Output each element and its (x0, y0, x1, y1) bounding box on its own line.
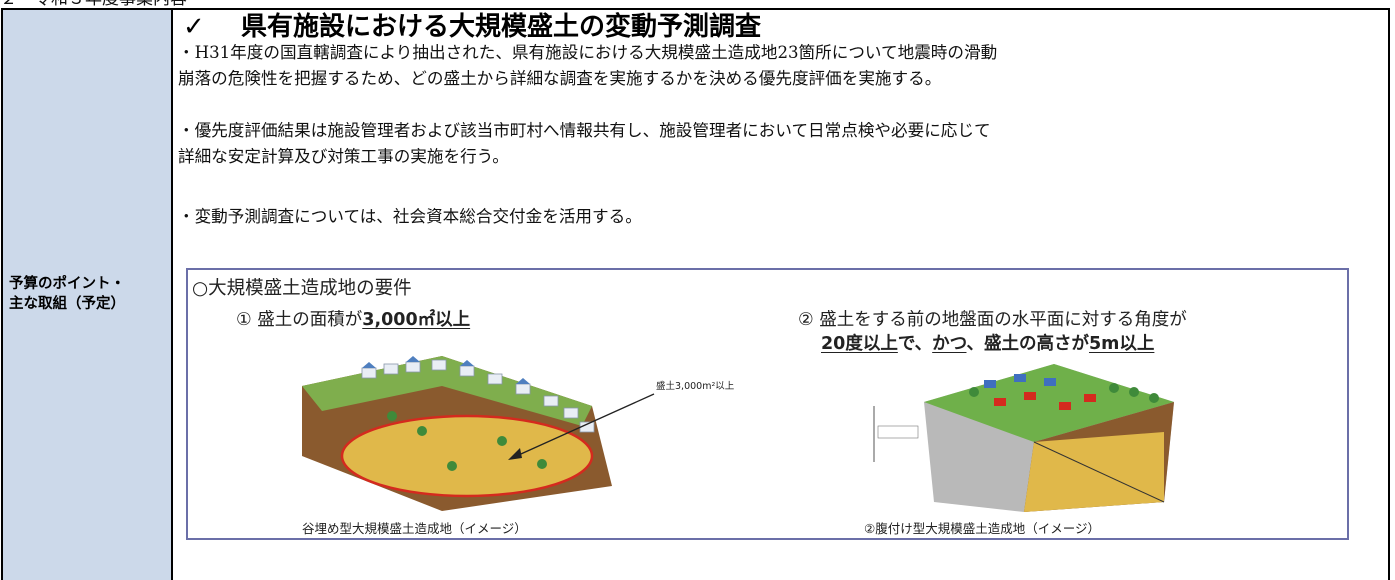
requirement-1-prefix: ① 盛土の面積が (236, 310, 363, 330)
requirements-figure: ○大規模盛土造成地の要件 ① 盛土の面積が3,000㎡以上 ② 盛土をする前の地… (186, 268, 1349, 540)
requirement-1-value: 3,000㎡以上 (362, 310, 471, 330)
req2-height: 5m以上 (1088, 334, 1155, 354)
callout-arrow (508, 393, 655, 460)
side-cell: 予算のポイント・ 主な取組（予定） (3, 10, 173, 580)
caption-side-fill: ②腹付け型大規模盛土造成地（イメージ） (864, 521, 1100, 536)
side-label: 予算のポイント・ 主な取組（予定） (9, 274, 169, 314)
paragraph-line: ・変動予測調査については、社会資本総合交付金を活用する。 (178, 207, 642, 226)
fill-area-note: 盛土3,000m²以上 (656, 381, 735, 392)
requirement-2-line1: ② 盛土をする前の地盤面の水平面に対する角度が (798, 310, 1187, 330)
requirement-2-line2: 20度以上で、かつ、盛土の高さが5m以上 (821, 330, 1154, 355)
budget-table: 予算のポイント・ 主な取組（予定） ✓ 県有施設における大規模盛土の変動予測調査 … (1, 8, 1390, 580)
paragraph-3: ・変動予測調査については、社会資本総合交付金を活用する。 (178, 204, 642, 230)
figure-heading: ○大規模盛土造成地の要件 (192, 278, 412, 299)
requirement-1: ① 盛土の面積が3,000㎡以上 (236, 306, 470, 331)
valley-fill-illustration (302, 356, 612, 511)
title-text: 県有施設における大規模盛土の変動予測調査 (241, 12, 762, 42)
paragraph-line: 詳細な安定計算及び対策工事の実施を行う。 (178, 147, 509, 166)
req2-and: かつ (932, 334, 967, 354)
paragraph-line: ・H31年度の国直轄調査により抽出された、県有施設における大規模盛土造成地23箇… (178, 43, 998, 62)
paragraph-2: ・優先度評価結果は施設管理者および該当市町村へ情報共有し、施設管理者において日常… (178, 118, 991, 170)
content-cell: ✓ 県有施設における大規模盛土の変動予測調査 ・H31年度の国直轄調査により抽出さ… (175, 10, 1388, 580)
side-fill-illustration (873, 364, 1174, 512)
req2-sep2: 、盛土の高さが (966, 334, 1089, 354)
paragraph-1: ・H31年度の国直轄調査により抽出された、県有施設における大規模盛土造成地23箇… (178, 40, 997, 92)
section-heading: ２ 令和３年度事業内容 (0, 0, 600, 8)
side-label-line2: 主な取組（予定） (9, 296, 125, 312)
check-icon: ✓ (183, 12, 205, 42)
paragraph-line: 崩落の危険性を把握するため、どの盛土から詳細な調査を実施するかを決める優先度評価… (178, 69, 942, 88)
req2-angle: 20度以上 (821, 334, 898, 354)
caption-valley-fill: 谷埋め型大規模盛土造成地（イメージ） (302, 521, 527, 536)
page-title: ✓ 県有施設における大規模盛土の変動予測調査 (183, 13, 761, 41)
paragraph-line: ・優先度評価結果は施設管理者および該当市町村へ情報共有し、施設管理者において日常… (178, 121, 991, 140)
side-label-line1: 予算のポイント・ (9, 276, 125, 292)
req2-sep1: で、 (897, 334, 933, 354)
